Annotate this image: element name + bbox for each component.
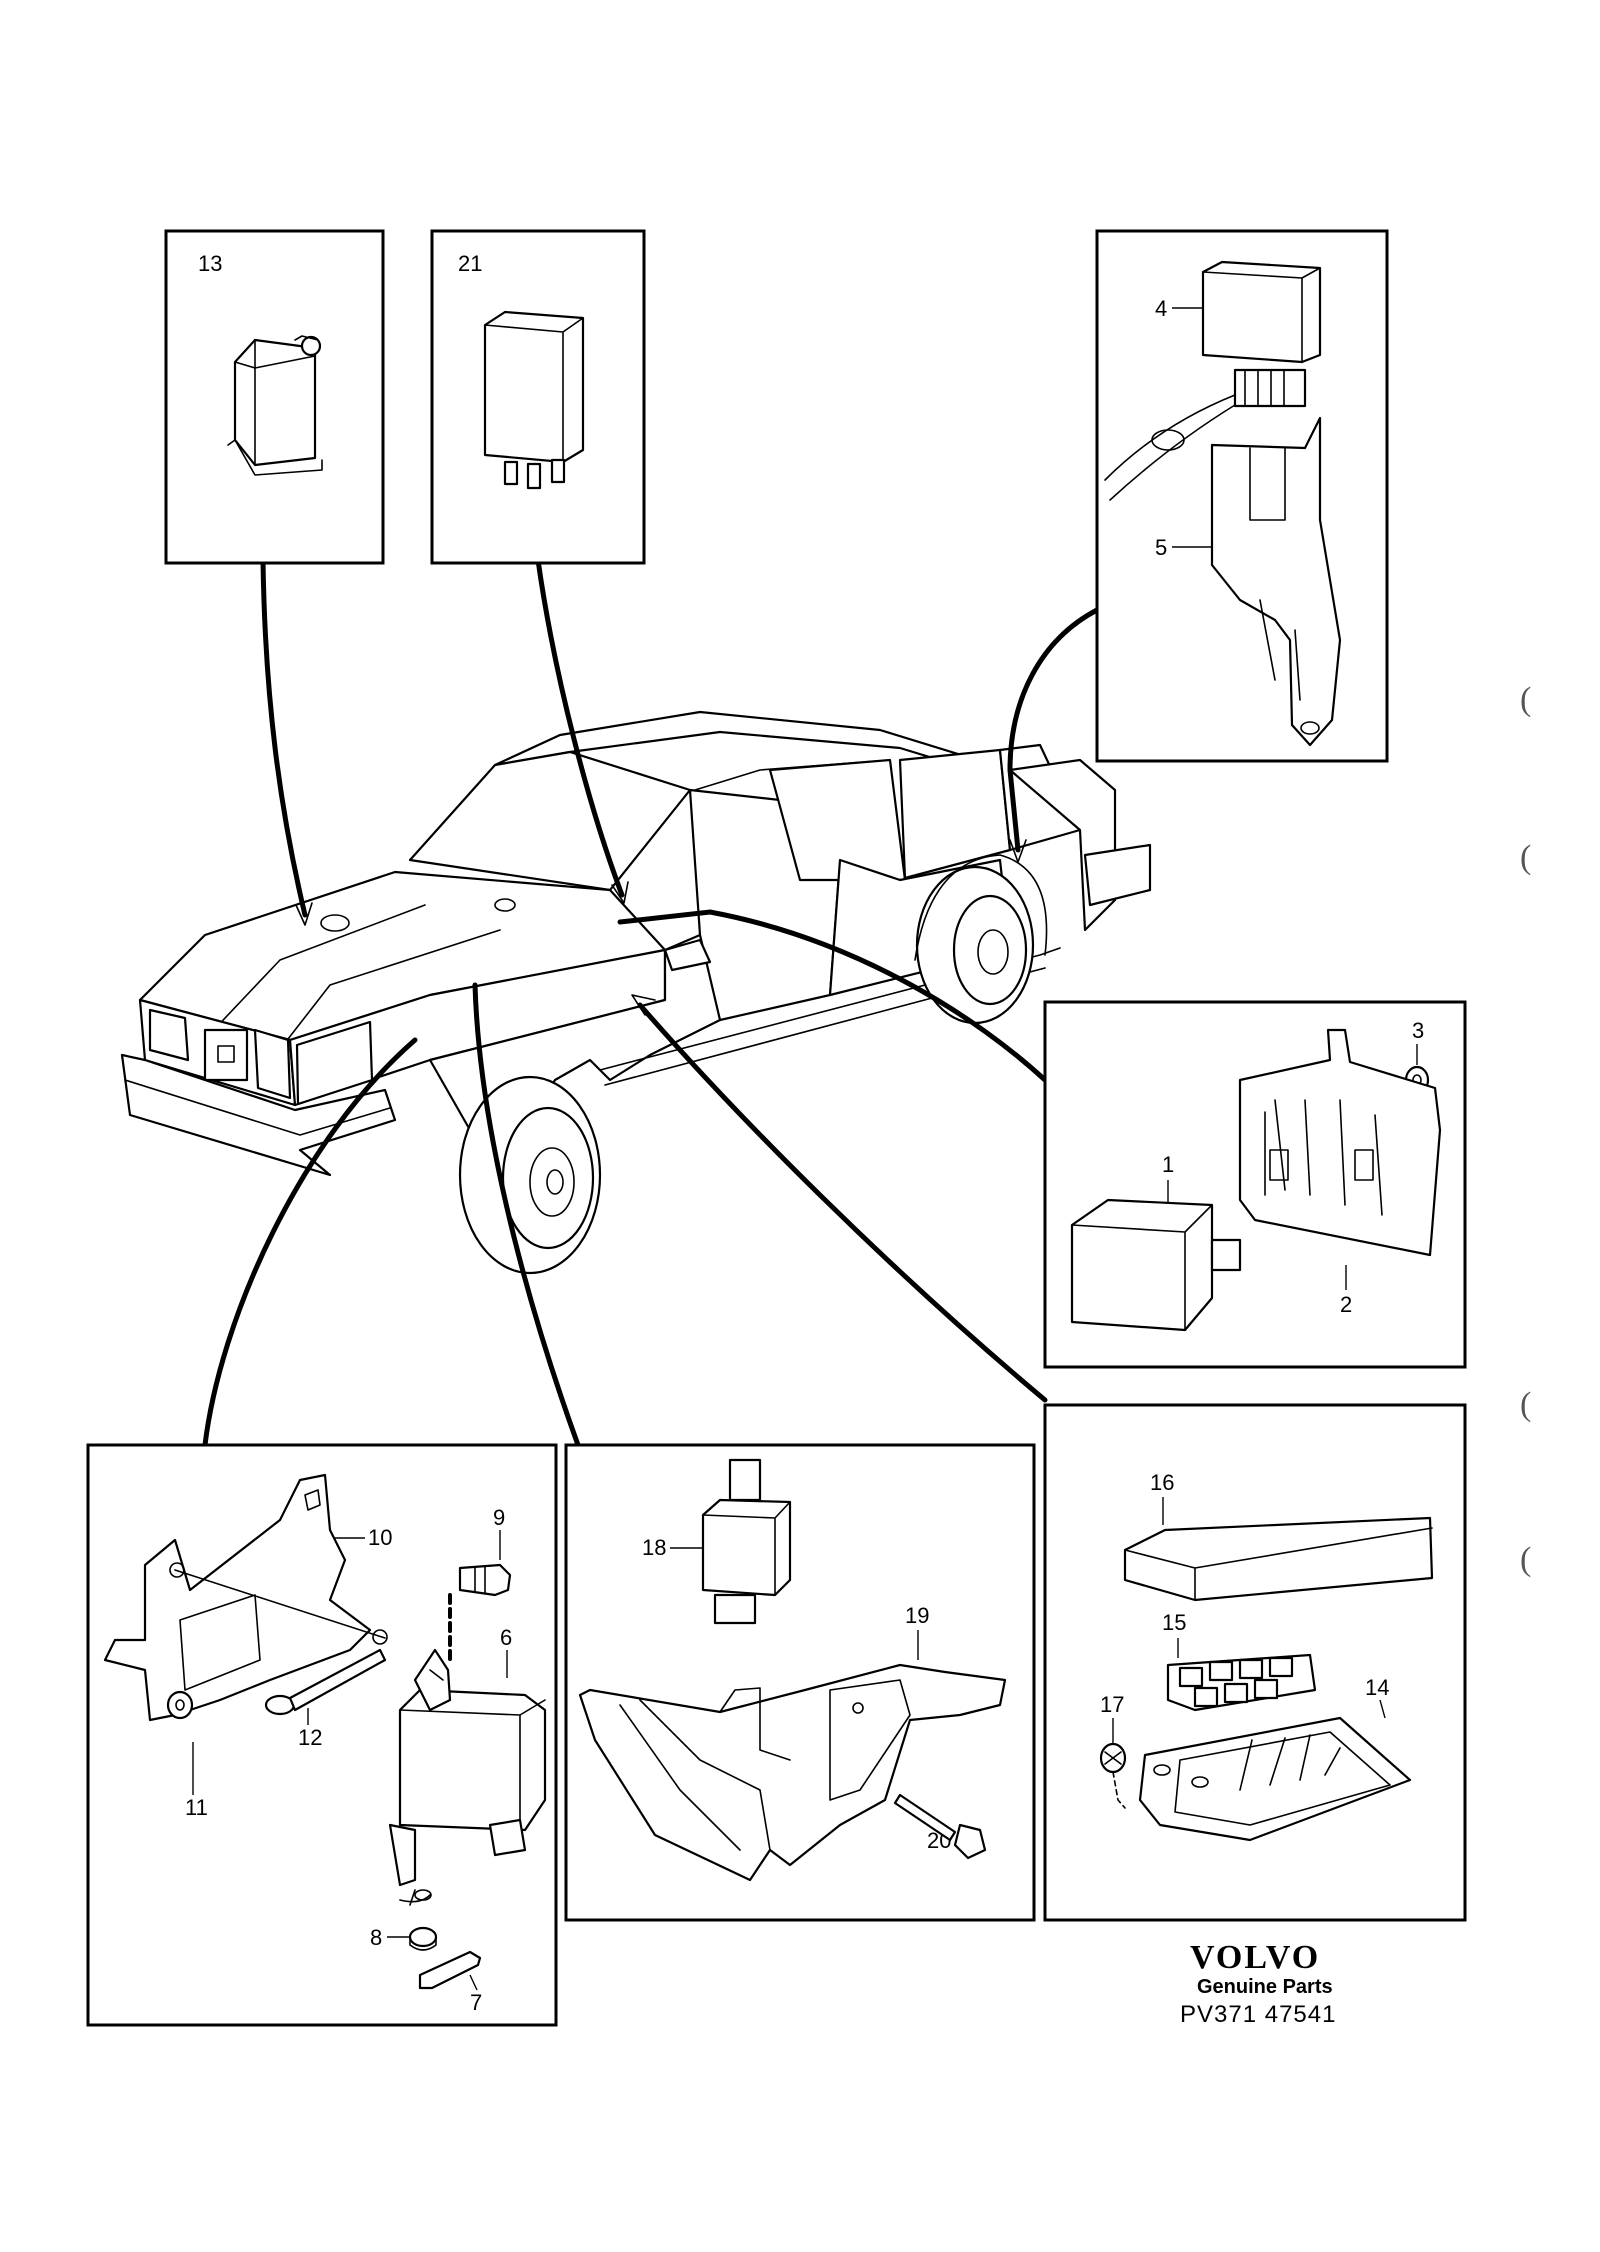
callout-15: 15 bbox=[1162, 1610, 1186, 1635]
relay-6-icon bbox=[388, 1648, 547, 1887]
margin-mark: ( bbox=[1520, 1386, 1531, 1423]
relay-21-icon bbox=[483, 310, 585, 490]
nut-8-icon bbox=[399, 1889, 438, 1951]
margin-marks: ( ( ( ( bbox=[1520, 681, 1531, 1578]
brand-footer: VOLVO Genuine Parts PV371 47541 bbox=[1180, 1939, 1336, 2028]
callout-10: 10 bbox=[368, 1525, 392, 1550]
bracket-10-icon bbox=[103, 1473, 388, 1722]
panel-4-5: 4 5 bbox=[1095, 229, 1389, 763]
callout-12: 12 bbox=[298, 1725, 322, 1750]
fuse-box-14-icon bbox=[1138, 1716, 1412, 1842]
reference-number: PV371 47541 bbox=[1180, 2001, 1336, 2028]
panel-14-17: 16 15 17 14 bbox=[1043, 1403, 1467, 1922]
panel-21: 21 bbox=[430, 229, 646, 565]
callout-9: 9 bbox=[493, 1505, 505, 1530]
module-1-icon bbox=[1070, 1198, 1242, 1332]
bolt-20-icon bbox=[893, 1793, 987, 1860]
callout-14: 14 bbox=[1365, 1675, 1389, 1700]
screw-17-icon bbox=[1099, 1742, 1127, 1809]
callout-5: 5 bbox=[1155, 535, 1167, 560]
brand-logo: VOLVO bbox=[1190, 1939, 1320, 1976]
callout-7: 7 bbox=[470, 1990, 482, 2015]
callout-18: 18 bbox=[642, 1535, 666, 1560]
car-illustration bbox=[120, 710, 1152, 1275]
module-4-icon bbox=[1104, 260, 1322, 501]
callout-1: 1 bbox=[1162, 1152, 1174, 1177]
panel-13: 13 bbox=[164, 229, 385, 565]
callout-4: 4 bbox=[1155, 296, 1167, 321]
bracket-5-icon bbox=[1210, 416, 1342, 747]
margin-mark: ( bbox=[1520, 839, 1531, 876]
margin-mark: ( bbox=[1520, 681, 1531, 718]
panel-1-2-3: 3 1 2 bbox=[1043, 1000, 1467, 1369]
panel-6-12: 9 10 6 12 11 8 7 bbox=[86, 1443, 558, 2027]
bracket-19-icon bbox=[578, 1663, 1007, 1882]
callout-21: 21 bbox=[458, 251, 482, 276]
brand-subtitle: Genuine Parts bbox=[1197, 1976, 1333, 1998]
callout-2: 2 bbox=[1340, 1292, 1352, 1317]
callout-19: 19 bbox=[905, 1603, 929, 1628]
cover-16-icon bbox=[1123, 1516, 1434, 1602]
callout-8: 8 bbox=[370, 1925, 382, 1950]
bracket-2-icon bbox=[1238, 1028, 1442, 1257]
panel-18-20: 18 19 20 bbox=[564, 1443, 1036, 1922]
fuses-15-icon bbox=[1166, 1653, 1317, 1712]
clip-7-icon bbox=[418, 1950, 482, 1990]
callout-17: 17 bbox=[1100, 1692, 1124, 1717]
callout-16: 16 bbox=[1150, 1470, 1174, 1495]
bolt-12-icon bbox=[264, 1648, 387, 1716]
callout-13: 13 bbox=[198, 251, 222, 276]
callout-3: 3 bbox=[1412, 1018, 1424, 1043]
callout-6: 6 bbox=[500, 1625, 512, 1650]
relay-18-icon bbox=[701, 1458, 792, 1625]
bolt-11-icon bbox=[166, 1690, 194, 1720]
bolt-9-icon bbox=[448, 1563, 512, 1662]
callout-11: 11 bbox=[185, 1795, 208, 1820]
relay-13-icon bbox=[227, 335, 323, 476]
connector-arrows bbox=[202, 557, 1100, 1448]
margin-mark: ( bbox=[1520, 1541, 1531, 1578]
